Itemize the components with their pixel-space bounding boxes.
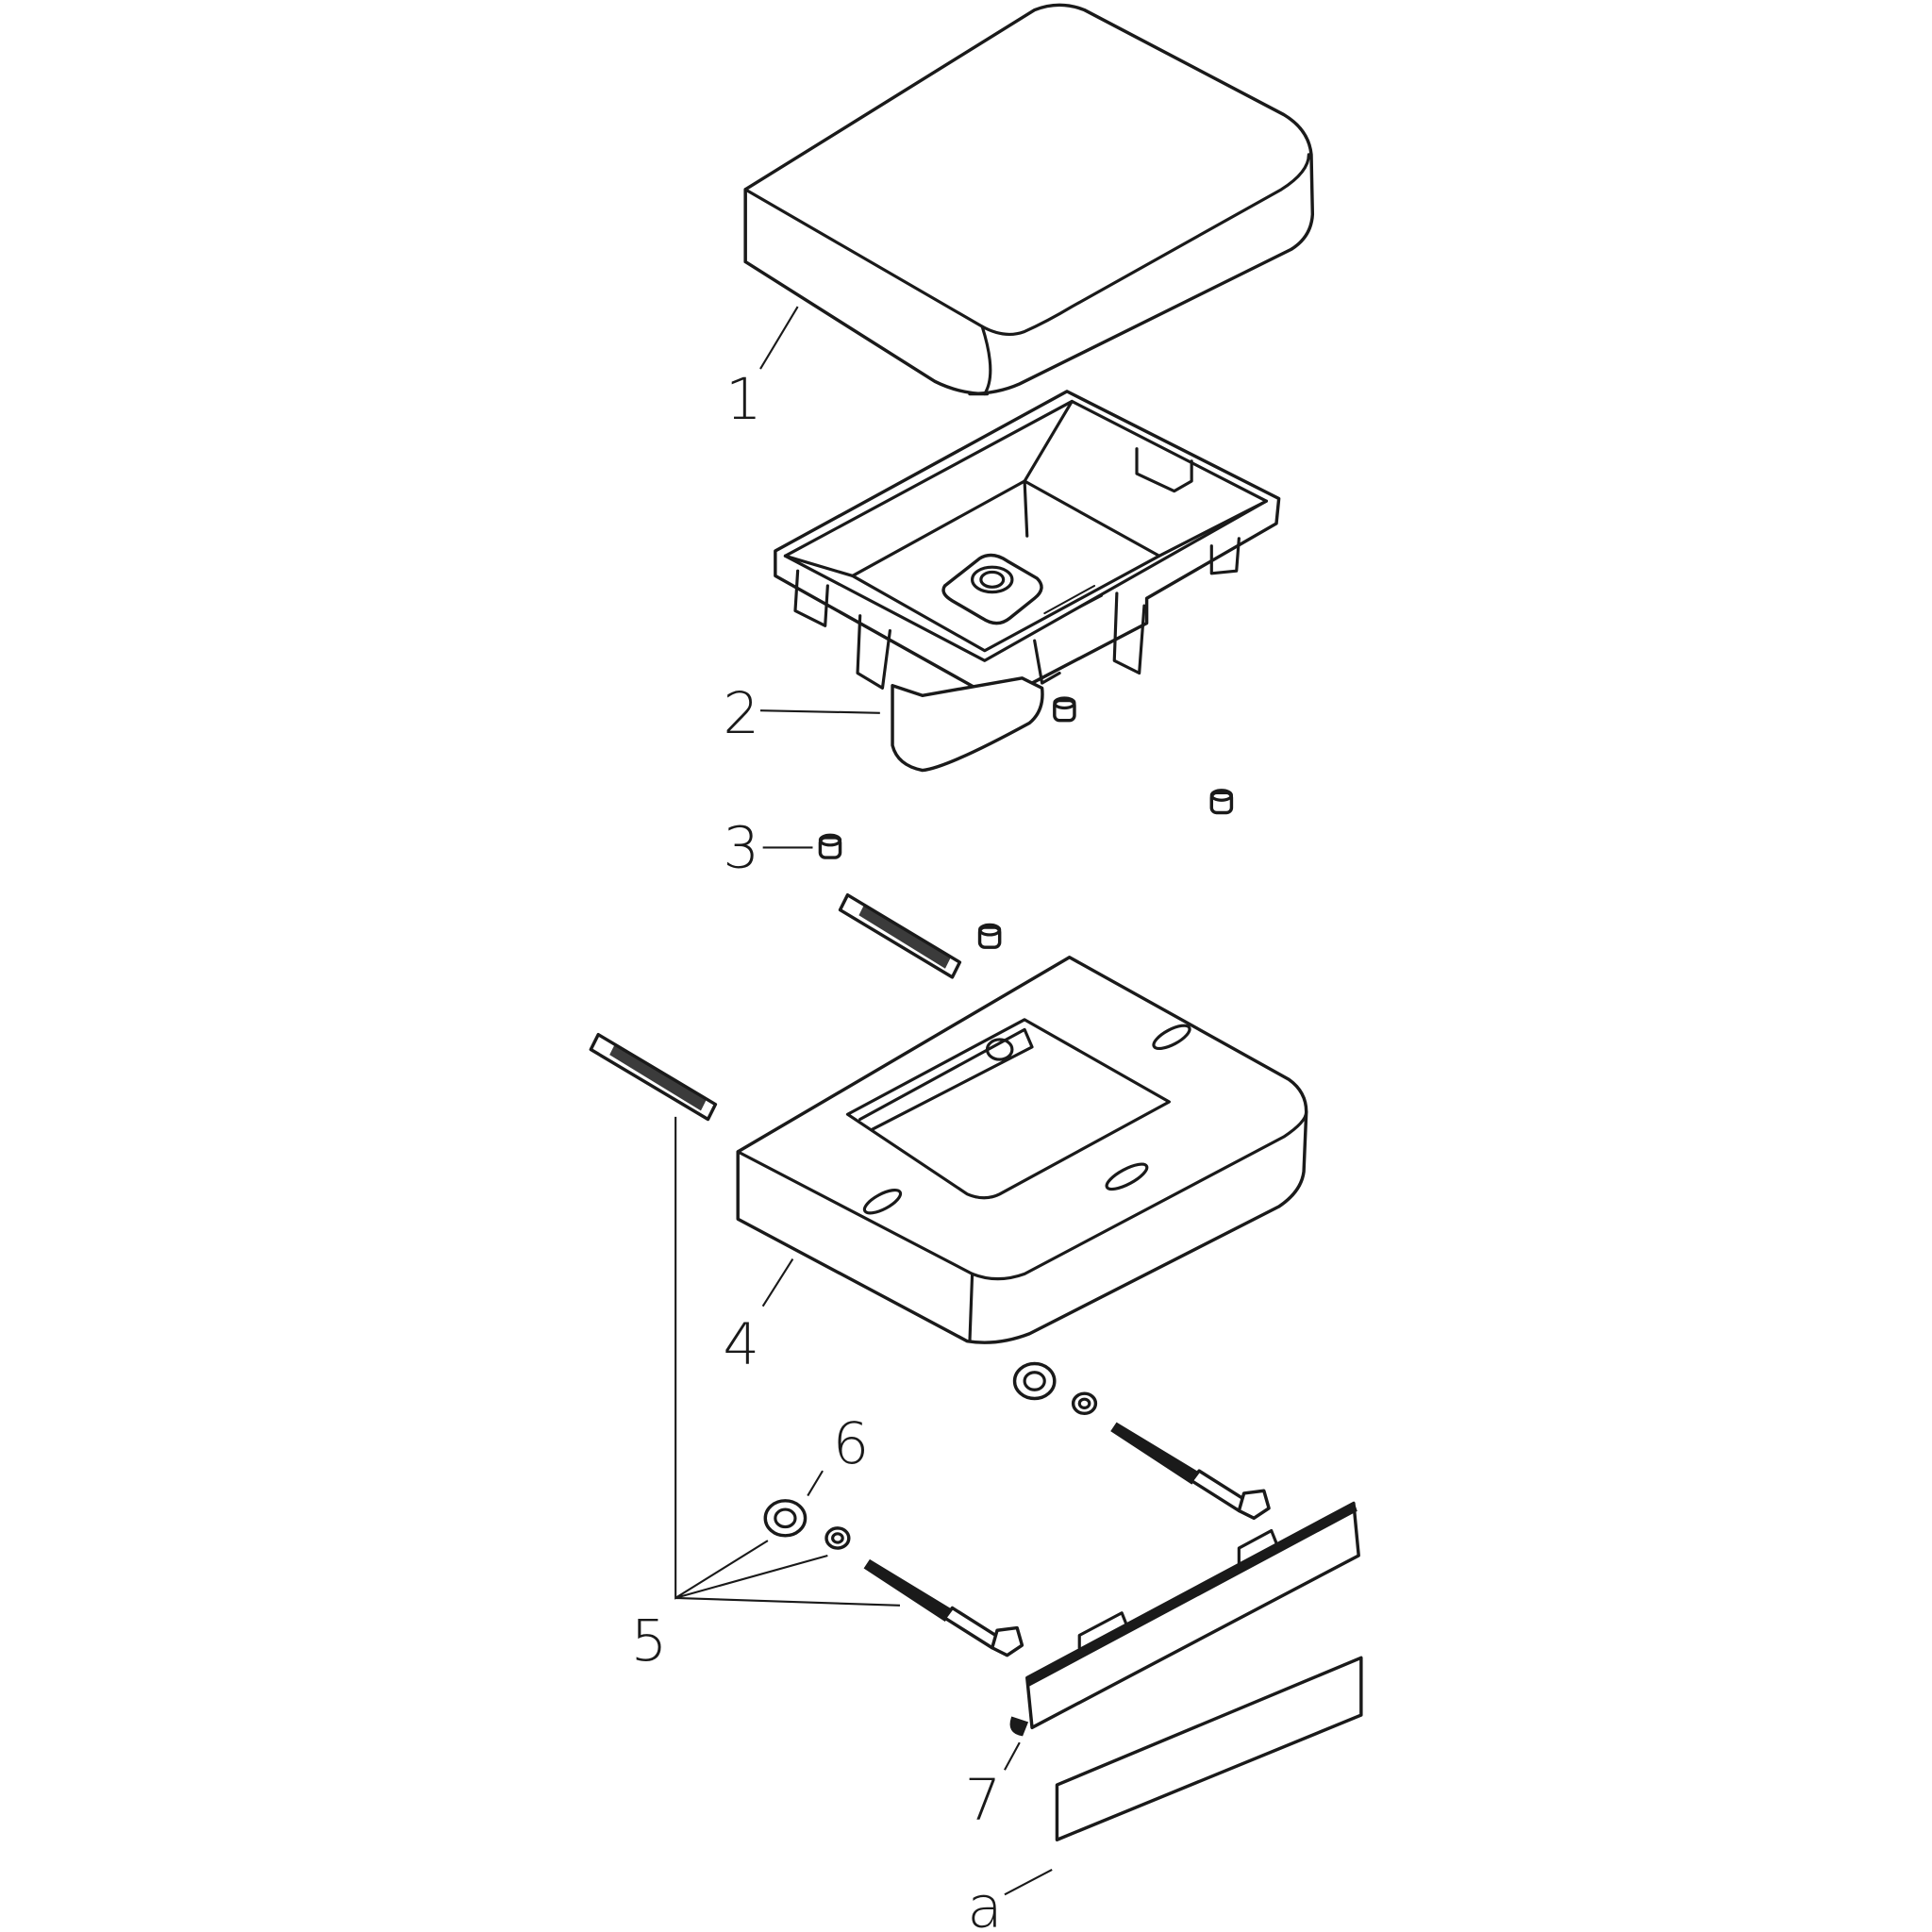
label-part-5: 5 bbox=[631, 1608, 668, 1674]
leader-lines bbox=[675, 306, 1053, 1896]
part-3-caps bbox=[818, 789, 1234, 949]
wood-screws bbox=[863, 1422, 1271, 1657]
label-part-3: 3 bbox=[723, 816, 759, 882]
label-part-7: 7 bbox=[965, 1768, 1002, 1834]
part-2-frame bbox=[774, 390, 1281, 773]
label-part-4: 4 bbox=[723, 1311, 759, 1377]
part-1-cover bbox=[743, 3, 1315, 396]
part-4-base-plate bbox=[736, 956, 1308, 1344]
part-a-adhesive bbox=[1055, 1656, 1363, 1841]
label-part-6: 6 bbox=[833, 1411, 870, 1477]
label-part-1: 1 bbox=[725, 367, 762, 433]
part-6-rosettes bbox=[763, 1361, 1057, 1538]
part-7-strip bbox=[1009, 1501, 1360, 1737]
label-part-a: a bbox=[967, 1875, 1002, 1932]
wall-dowels bbox=[589, 892, 962, 1122]
washers bbox=[824, 1391, 1098, 1550]
label-part-2: 2 bbox=[723, 681, 759, 747]
